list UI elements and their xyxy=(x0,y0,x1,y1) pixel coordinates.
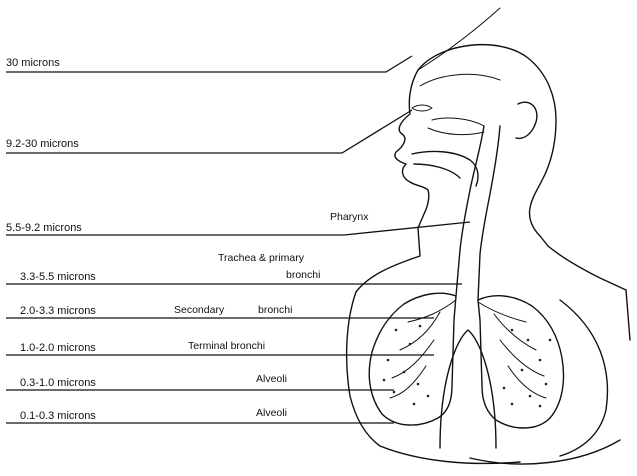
size-label-6: 1.0-2.0 microns xyxy=(20,342,96,354)
leader-30 xyxy=(6,56,412,72)
size-labels: 30 microns 9.2-30 microns 5.5-9.2 micron… xyxy=(6,57,96,422)
label-alveoli-upper: Alveoli xyxy=(256,373,287,385)
size-label-8: 0.1-0.3 microns xyxy=(20,410,96,422)
top-line xyxy=(418,8,500,70)
oral-cavity xyxy=(412,152,478,186)
label-pharynx: Pharynx xyxy=(330,211,369,223)
size-label-2: 9.2-30 microns xyxy=(6,138,79,150)
region-labels: Pharynx Trachea & primary bronchi Second… xyxy=(174,211,369,419)
size-label-1: 30 microns xyxy=(6,57,60,69)
size-label-4: 3.3-5.5 microns xyxy=(20,271,96,283)
size-label-3: 5.5-9.2 microns xyxy=(6,222,82,234)
label-secondary-bronchi: bronchi xyxy=(258,304,292,316)
label-trachea-line2: bronchi xyxy=(286,269,320,281)
torso-right xyxy=(560,290,630,456)
human-figure xyxy=(347,8,630,464)
face-profile xyxy=(395,70,429,228)
label-terminal: Terminal bronchi xyxy=(188,340,265,352)
size-label-5: 2.0-3.3 microns xyxy=(20,305,96,317)
mediastinum-arch xyxy=(440,330,496,448)
neck-back xyxy=(548,246,626,290)
size-label-7: 0.3-1.0 microns xyxy=(20,377,96,389)
ear xyxy=(516,102,537,138)
airway-right-wall xyxy=(478,126,500,300)
label-trachea-line1: Trachea & primary xyxy=(218,252,305,264)
neck-front xyxy=(356,228,420,292)
bronchi-right xyxy=(478,302,546,398)
nasal-cavity xyxy=(420,74,500,134)
eye xyxy=(412,105,432,111)
leader-lines xyxy=(6,56,470,423)
label-alveoli-lower: Alveoli xyxy=(256,407,287,419)
head-outline xyxy=(418,45,556,246)
label-secondary: Secondary xyxy=(174,304,225,316)
torso-bottom xyxy=(470,440,620,464)
